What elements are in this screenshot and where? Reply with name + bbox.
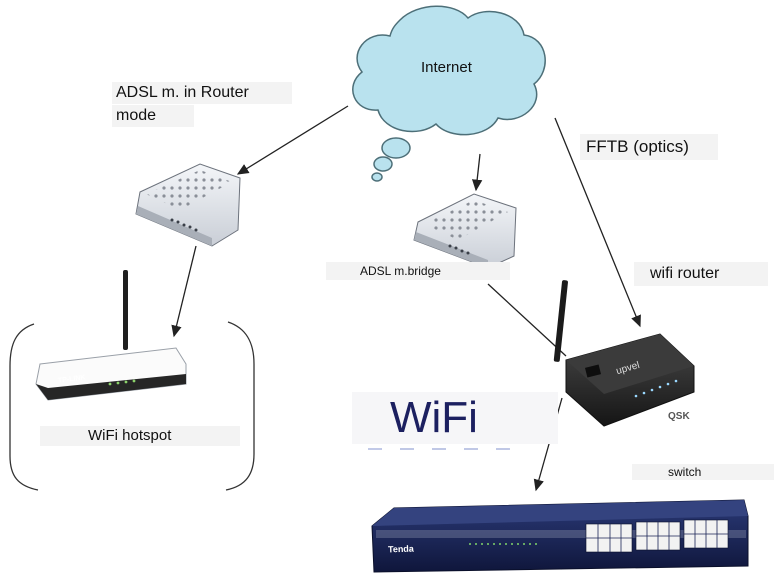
arrow-adsl-router-to-hotspot: [171, 245, 197, 338]
upvel-wifi-router: [553, 280, 695, 427]
hotspot-group-bracket: [9, 323, 39, 491]
switch-label: switch: [632, 464, 774, 480]
tplink-hotspot-device: [35, 270, 187, 401]
wifi-router-label: wifi router: [634, 262, 768, 286]
arrow-internet-to-adsl-bridge: [471, 153, 483, 192]
adsl-router-mode-label-line1: ADSL m. in Router: [112, 82, 292, 104]
link-bridge-to-wifi-router: [487, 283, 567, 357]
arrow-internet-to-adsl-router: [236, 105, 349, 175]
wifi-hotspot-label: WiFi hotspot: [40, 426, 240, 446]
arrow-internet-to-wifi-router: [554, 117, 641, 328]
tenda-switch: [371, 499, 749, 573]
adsl-router-mode-label-line2: mode: [112, 105, 194, 127]
connection-arrows: [171, 105, 641, 492]
adsl-modem-router-mode: [135, 163, 241, 247]
internet-label: Internet: [419, 58, 474, 77]
qsk-logo: QSK: [668, 411, 690, 422]
adsl-modem-bridge: [413, 193, 517, 269]
adsl-bridge-label: ADSL m.bridge: [326, 262, 510, 280]
tenda-logo: Tenda: [387, 543, 415, 555]
internet-cloud: [352, 5, 546, 182]
wifi-big-label: WiFi: [352, 392, 558, 444]
fftb-optics-label: FFTB (optics): [580, 134, 718, 160]
hotspot-group-bracket-right: [225, 321, 255, 491]
